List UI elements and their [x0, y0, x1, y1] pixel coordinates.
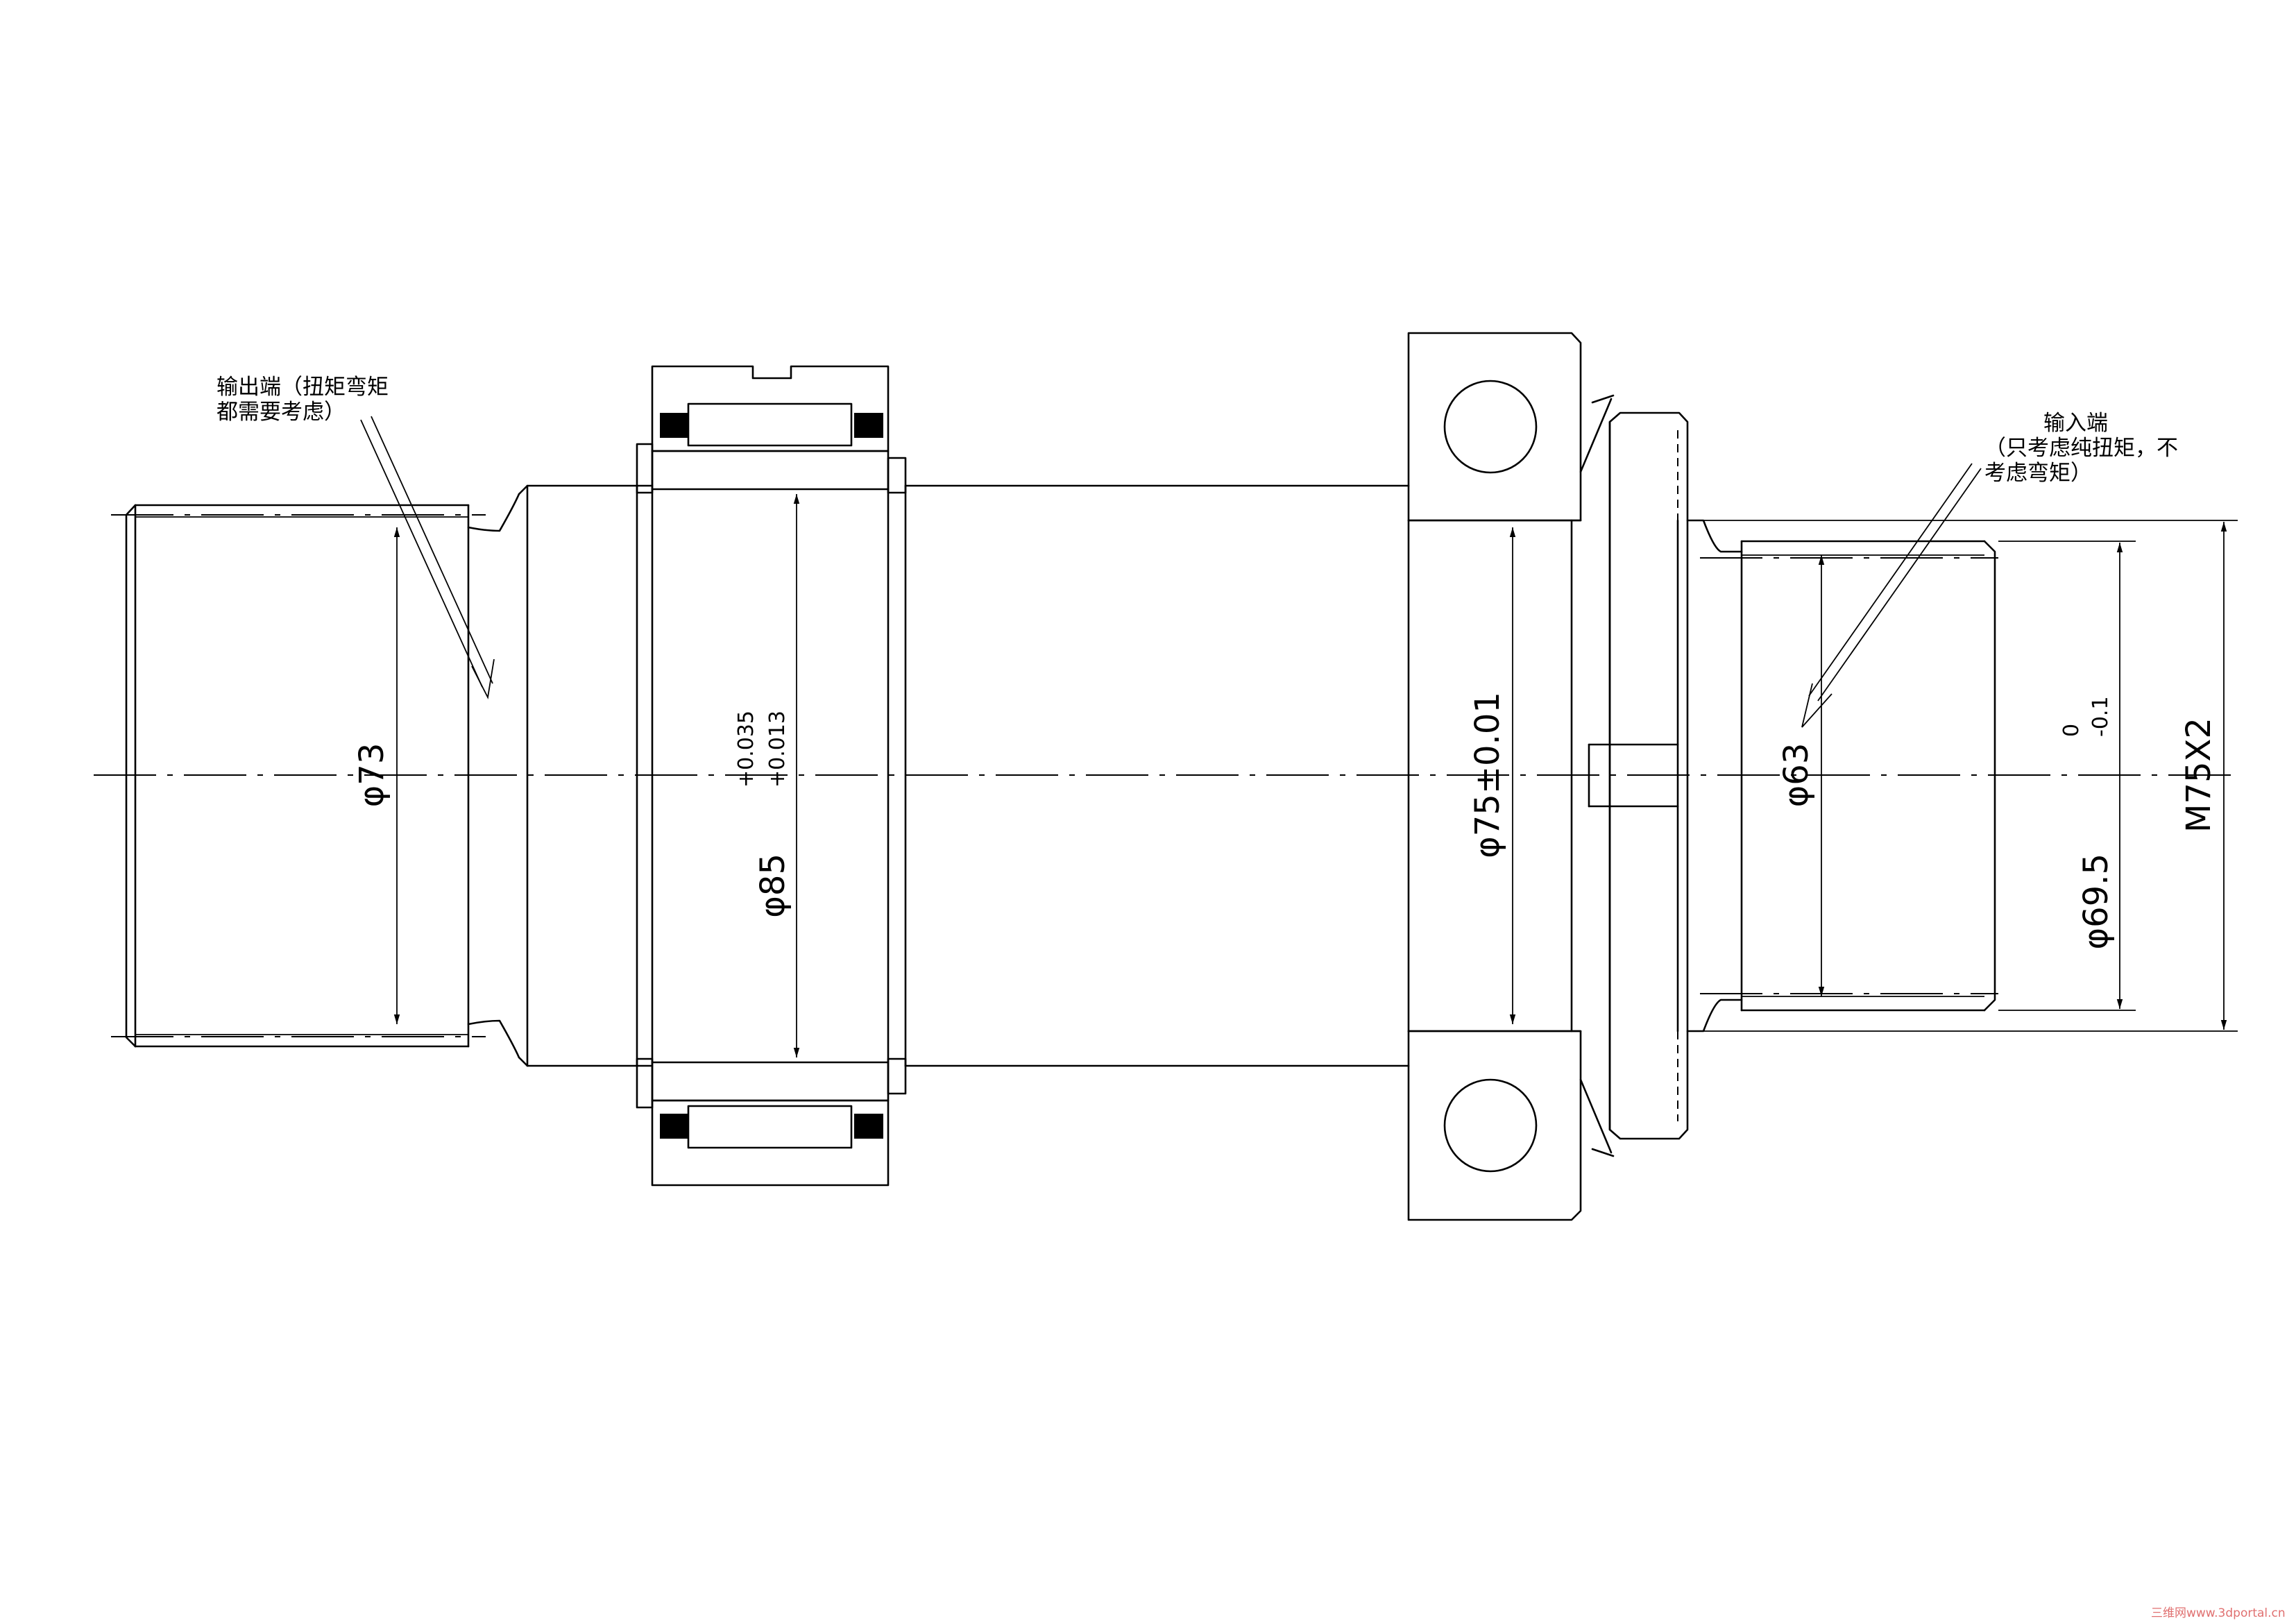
dimension-lines	[393, 494, 2227, 1057]
dim-d69-5-upper: 0	[2059, 724, 2084, 737]
dim-d85-upper: +0.035	[734, 711, 758, 788]
ball-bearing	[1407, 332, 1582, 1221]
dim-thread: M75X2	[2179, 717, 2218, 833]
dim-d69-5: φ69.5	[2077, 853, 2116, 950]
lock-nut	[1579, 394, 1689, 1157]
needle-bearing	[636, 365, 907, 1187]
note-input-line3: 考虑弯矩）	[1984, 461, 2092, 486]
dim-d69-5-lower: -0.1	[2089, 696, 2113, 737]
shaft-core	[636, 484, 1410, 1067]
note-output-line1: 输出端（扭矩弯矩	[216, 375, 389, 400]
leader-input	[1801, 463, 1982, 728]
note-output-line2: 都需要考虑）	[216, 400, 346, 425]
dim-d85: φ85	[754, 853, 792, 918]
leader-output	[360, 416, 495, 699]
dim-d85-lower: +0.013	[765, 711, 790, 788]
note-input-line1: 输入端	[2043, 411, 2108, 436]
watermark: 三维网www.3dportal.cn	[2151, 1606, 2286, 1620]
dim-d73: φ73	[352, 743, 391, 808]
dim-d63: φ63	[1777, 743, 1816, 808]
output-shaft-end	[111, 484, 638, 1067]
note-input-line2: （只考虑纯扭矩，不	[1984, 436, 2178, 461]
input-shaft-end	[1686, 519, 2238, 1033]
dim-d75: φ75±0.01	[1468, 692, 1507, 858]
